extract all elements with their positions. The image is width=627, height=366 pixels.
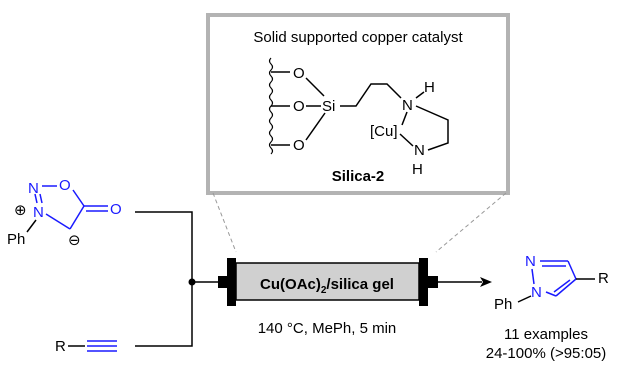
atom-n-bottom: N [414, 142, 425, 159]
sydnone-bond-c-c [69, 205, 85, 230]
zoom-line-left [212, 192, 237, 253]
reaction-conditions: 140 °C, MePh, 5 min [258, 320, 397, 337]
product-r: R [598, 270, 609, 287]
sydnone-bond-c-n [45, 213, 71, 230]
inset-frame [206, 13, 510, 195]
product-ph: Ph [494, 296, 512, 313]
inset-title: Solid supported copper catalyst [253, 29, 463, 46]
product-bond-c4-c5-a [555, 278, 577, 297]
reactor-label-main: Cu(OAc) [260, 276, 321, 293]
sydnone-n-plain: N [28, 180, 39, 197]
bond-cu-n-top [401, 111, 408, 126]
product-n1: N [531, 284, 542, 301]
flow-reactor-column: Cu(OAc)2/silica gel 140 °C, MePh, 5 min [218, 258, 438, 337]
reactor-right-cap [419, 258, 428, 306]
catalyst-inset: Solid supported copper catalyst O O O Si… [206, 13, 510, 195]
zoom-line-right [435, 192, 507, 253]
outlet-arrowhead-icon [480, 277, 492, 287]
bond-o1-si [305, 77, 325, 97]
sydnone-o-carbonyl: O [110, 201, 122, 218]
reactor-label-subscript: 2 [321, 285, 327, 296]
bond-cu-n-bottom [399, 133, 414, 147]
alkyne-reagent: R [55, 338, 117, 355]
atom-h-top: H [424, 79, 435, 96]
sydnone-bond-n-n-2 [39, 193, 43, 204]
reactor-tube [235, 262, 420, 301]
product-n2: N [525, 253, 536, 270]
ethylene-bridge [415, 105, 449, 151]
atom-o2: O [293, 98, 305, 115]
sydnone-n-plus: N [33, 204, 44, 221]
product-bond-c3-c4 [567, 260, 577, 280]
propyl-linker [340, 83, 402, 107]
sydnone-reagent: O N N ⊕ O ⊖ Ph [7, 177, 122, 249]
mixing-junction [188, 278, 196, 286]
atom-cu: [Cu] [370, 123, 398, 140]
sydnone-ph: Ph [7, 231, 25, 248]
product-bond-n-n-1 [531, 268, 535, 285]
atom-h-bottom: H [412, 161, 423, 178]
sydnone-bond-n-ph [26, 219, 37, 233]
reactor-label-tail: /silica gel [326, 276, 394, 293]
product-bond-n-ph [517, 295, 532, 303]
feed-line-sydnone [135, 211, 193, 282]
sydnone-bond-o-c [72, 189, 85, 207]
bond-o3-si [305, 112, 326, 141]
reactor-left-cap [227, 258, 236, 306]
product-examples: 11 examples [504, 326, 588, 343]
reactor-right-connector [428, 276, 438, 288]
product-bond-c5-n1 [545, 291, 557, 297]
atom-o3: O [293, 137, 305, 154]
atom-o1: O [293, 65, 305, 82]
atom-n-top: N [402, 97, 413, 114]
product-yield: 24-100% (>95:05) [486, 345, 607, 362]
sydnone-o-ring: O [59, 177, 71, 194]
reactor-label: Cu(OAc)2/silica gel [260, 276, 394, 296]
sydnone-bond-n-n-1 [34, 193, 38, 204]
feed-line-alkyne [135, 282, 193, 347]
product-bond-c4-c5-b [553, 279, 571, 293]
pyrazole-product: N N R Ph 11 examples 24-100% (>95:05) [486, 253, 609, 362]
reactor-left-connector [218, 276, 228, 288]
alkyne-r: R [55, 338, 66, 355]
sydnone-minus-symbol: ⊖ [68, 232, 81, 249]
bond-n-h-top [415, 91, 425, 99]
sydnone-plus-symbol: ⊕ [14, 202, 27, 219]
atom-si: Si [322, 98, 335, 115]
compound-label-silica-2: Silica-2 [332, 168, 385, 185]
